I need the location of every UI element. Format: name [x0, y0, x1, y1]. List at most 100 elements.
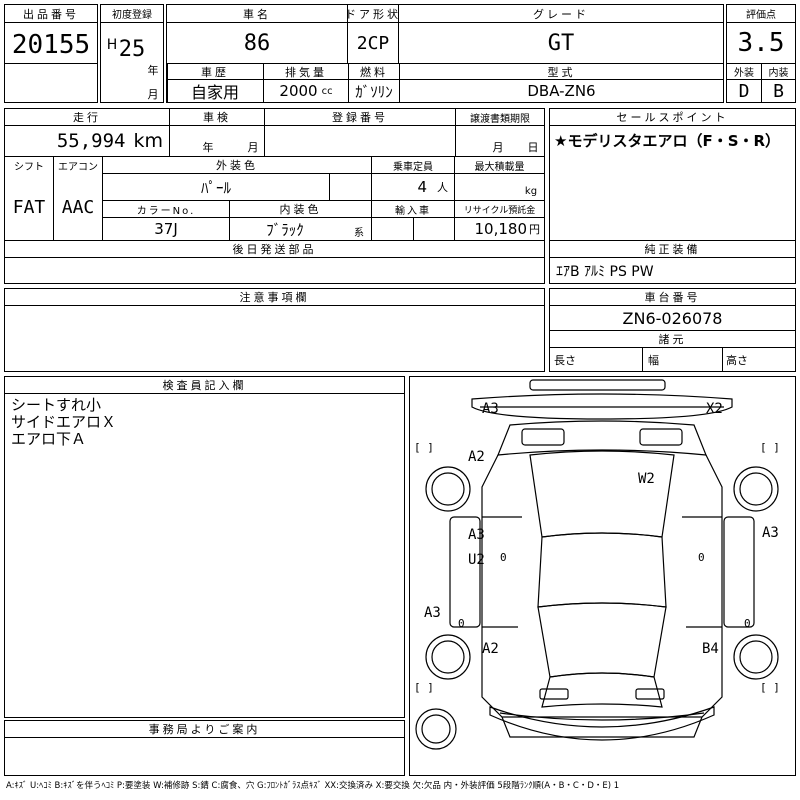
lot-number: 20155 — [11, 30, 91, 60]
notes-section: 注意事項欄 — [4, 288, 545, 372]
recycle-fee: 10,180 円 — [455, 218, 544, 240]
car-name-label: 車名 — [243, 7, 271, 21]
capacity-value: 4 — [417, 178, 427, 196]
fuel-label: 燃料 — [360, 65, 388, 79]
reg-month-unit: 月 — [147, 88, 159, 101]
recycle-label: リサイクル預託金 — [463, 205, 536, 216]
mark-right-rocker: A3 — [762, 525, 779, 541]
shift-label: シフト — [14, 161, 44, 173]
bracket-mark: [ ] — [760, 681, 780, 694]
mark-front-left: A3 — [482, 401, 499, 417]
reg-year-unit: 年 — [147, 64, 159, 77]
sales-points-text: ★モデリスタエアロ（F・S・R） — [554, 131, 781, 150]
sales-points-label: セールスポイント — [616, 111, 729, 124]
specs-label: 諸元 — [658, 333, 687, 346]
mark-bonnet: W2 — [638, 471, 655, 487]
era-letter: H — [106, 37, 118, 53]
inspector-remark-3: エアロ下Ａ — [11, 430, 87, 448]
zero-mark: 0 — [458, 617, 465, 630]
mark-left-fender: A2 — [468, 449, 485, 465]
interior-grade: B — [773, 80, 784, 102]
ac-label: エアコン — [58, 161, 98, 173]
length-label: 長さ — [554, 354, 576, 367]
first-reg-label: 初度登録 — [112, 10, 152, 21]
fuel-type: ｶﾞｿﾘﾝ — [355, 82, 393, 101]
inspector-label: 検査員記入欄 — [162, 379, 247, 392]
capacity: 4 人 — [372, 174, 454, 200]
int-color-label: 内装色 — [279, 203, 322, 216]
door-label: ドア形状 — [345, 7, 401, 21]
color-no-label: カラーNo. — [136, 205, 196, 217]
insp-year-unit: 年 — [202, 141, 214, 154]
transfer-month-unit: 月 — [492, 141, 504, 154]
car-history: 自家用 — [190, 83, 239, 102]
mark-left-door-1: A3 — [468, 527, 485, 543]
car-info-table: 車名 ドア形状 グレード 86 2CP GT 車歴 排気量 燃料 型式 自家用 … — [166, 4, 724, 103]
inspector-remark-1: シートすれ小 — [11, 396, 102, 414]
int-color-unit: 系 — [354, 227, 364, 239]
inspector-section: 検査員記入欄 シートすれ小 サイドエアロＸ エアロ下Ａ — [4, 376, 405, 718]
car-name: 86 — [243, 30, 271, 56]
mileage: 55,994 km — [5, 126, 169, 156]
mark-left-rocker: A3 — [424, 605, 441, 621]
model-code: DBA-ZN6 — [527, 82, 596, 100]
chassis-number: ZN6-026078 — [622, 308, 723, 328]
reg-no-label: 登録番号 — [332, 111, 388, 124]
transfer-label: 譲渡書類期限 — [470, 113, 530, 125]
mileage-value: 55,994 — [56, 130, 126, 152]
later-parts-label: 後日発送部品 — [232, 243, 317, 256]
history-label: 車歴 — [201, 65, 229, 79]
max-load-unit: kg — [524, 185, 538, 197]
recycle-value: 10,180 — [474, 220, 528, 238]
damage-legend: A:ｷｽﾞ U:ﾍｺﾐ B:ｷｽﾞを伴うﾍｺﾐ P:要塗装 W:補修跡 S:錆 … — [6, 781, 620, 791]
genuine-equipment-label: 純正装備 — [644, 243, 701, 256]
mileage-unit: km — [133, 130, 163, 152]
mark-left-rear: A2 — [482, 641, 499, 657]
grade-label: グレード — [533, 7, 589, 21]
insp-month-unit: 月 — [247, 141, 259, 154]
door-type: 2CP — [356, 32, 390, 54]
grade: GT — [547, 30, 575, 56]
zero-mark: 0 — [744, 617, 751, 630]
score-value: 3.5 — [737, 28, 785, 58]
mileage-label: 走行 — [73, 111, 101, 124]
zero-mark: 0 — [698, 551, 705, 564]
interior-label: 内装 — [768, 68, 789, 79]
height-label: 高さ — [726, 354, 748, 367]
ext-color-label: 外装色 — [216, 159, 258, 172]
genuine-equipment-section: 純正装備 ｴｱB ｱﾙﾐ PS PW — [549, 240, 796, 284]
genuine-equipment-text: ｴｱB ｱﾙﾐ PS PW — [556, 263, 654, 280]
office-label: 事務局よりご案内 — [148, 723, 261, 736]
lot-label: 出品番号 — [23, 7, 79, 21]
chassis-section: 車台番号 ZN6-026078 諸元 長さ 幅 高さ — [549, 288, 796, 372]
ext-color: ﾊﾟｰﾙ — [200, 178, 231, 197]
recycle-unit: 円 — [529, 223, 540, 236]
color-number: 37J — [154, 220, 178, 238]
shift-value: FAT — [12, 196, 46, 218]
displacement-value: 2000 — [279, 82, 318, 100]
zero-mark: 0 — [500, 551, 507, 564]
bracket-mark: [ ] — [414, 441, 434, 454]
exterior-grade: D — [738, 80, 750, 102]
transfer-day-unit: 日 — [527, 141, 539, 154]
car-outline-drawing — [415, 379, 779, 750]
office-section: 事務局よりご案内 — [4, 720, 405, 776]
int-color: ﾌﾞﾗｯｸ — [266, 220, 304, 239]
import-label: 輸入車 — [395, 205, 431, 217]
mark-right-rear: B4 — [702, 641, 719, 657]
bracket-mark: [ ] — [760, 441, 780, 454]
reg-year: 25 — [118, 36, 146, 62]
inspection-label: 車検 — [203, 111, 231, 124]
max-load-label: 最大積載量 — [474, 161, 525, 173]
displacement-label: 排気量 — [285, 65, 327, 79]
mark-left-door-2: U2 — [468, 552, 485, 568]
sales-points-section: セールスポイント ★モデリスタエアロ（F・S・R） — [549, 108, 796, 242]
ac-value: AAC — [61, 196, 95, 218]
car-damage-diagram: A3 X2 A2 W2 A3 U2 A3 A3 A2 B4 0 0 0 0 [ … — [409, 376, 796, 776]
vehicle-details-table: 走行 車検 登録番号 譲渡書類期限 55,994 km 年 月 月 日 シフト … — [4, 108, 545, 284]
width-label: 幅 — [648, 354, 659, 367]
bracket-mark: [ ] — [414, 681, 434, 694]
capacity-label: 乗車定員 — [393, 161, 433, 173]
exterior-label: 外装 — [734, 68, 754, 79]
capacity-unit: 人 — [437, 181, 448, 194]
